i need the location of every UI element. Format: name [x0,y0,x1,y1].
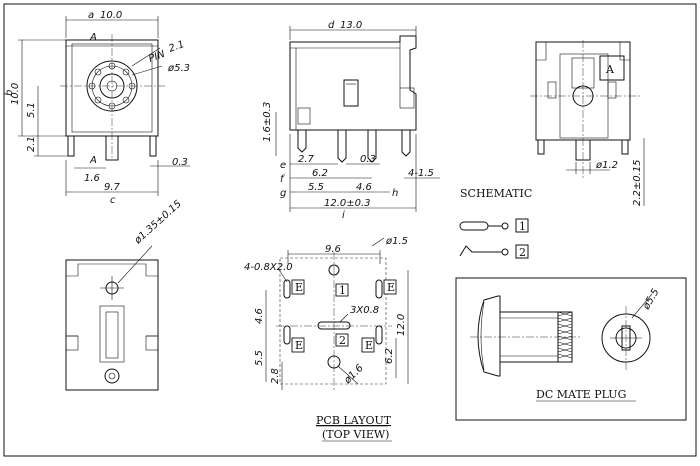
pcb-slots-spec: 4-0.8X2.0 [244,262,293,273]
plug-diameter: ø5.5 [641,287,662,312]
side-dim-55: 5.5 [308,182,324,193]
rear-label-a: A [605,63,615,76]
rear-center-pin [575,139,591,161]
sheet-border [3,3,697,457]
pcb-slot-bl [283,325,291,345]
schematic-title: SCHEMATIC [460,187,532,200]
pcb-pad-2-label: 2 [339,334,346,347]
pcb-dim-46: 4.6 [254,308,265,324]
front-ref-b: b [4,90,15,96]
side-length: 13.0 [340,20,362,31]
side-ref-f: f [280,174,285,185]
pcb-outline [279,257,387,385]
side-ref-h: h [392,188,398,199]
front-height: 10.0 [10,83,21,105]
front-pin-length: 2.1 [26,136,37,152]
front-center-pin [105,135,119,161]
pcb-center-slot [317,321,351,330]
side-pin-height: 1.6±0.3 [262,102,273,142]
front-pin-offset: 1.6 [84,173,100,184]
schematic-pin2-label: 2 [519,246,526,259]
pcb-pad-e-tl: E [295,281,303,294]
pcb-slot-spec: 3X0.8 [350,305,379,316]
front-pin-thickness: 0.3 [172,157,188,168]
plug-title: DC MATE PLUG [536,388,626,401]
pcb-hole-bottom [327,355,341,369]
side-dim-27: 2.7 [298,154,315,165]
pcb-slot-tr [375,279,383,299]
side-body [289,35,417,131]
dc-mate-plug: ø5.5 DC MATE PLUG [455,277,687,421]
front-section-mark-bottom: A [89,155,97,166]
pcb-subtitle: (TOP VIEW) [322,428,389,441]
bottom-hole-diameter: ø1.35±0.15 [132,199,184,247]
pcb-hole-dia: ø1.5 [385,236,408,247]
front-pin-label: PIN [147,49,167,65]
pcb-dim-28: 2.8 [270,368,281,384]
bottom-body [65,259,159,391]
pcb-slot-br [375,325,383,345]
schematic-pin-symbol [459,221,489,231]
front-ref-a: a [88,10,94,21]
front-center-height: 5.1 [26,102,37,118]
front-pin-diameter: 2.1 [167,39,186,55]
side-view: d 13.0 1.6±0.3 e 2.7 0.3 f 6.2 4-1.5 g 5… [262,20,440,221]
front-view: a 10.0 A A PIN 2.1 ø5.3 [4,10,190,206]
pcb-pad-e-bl: E [295,339,303,352]
rear-pin-length: 2.2±0.15 [632,159,643,206]
pcb-title: PCB LAYOUT [316,414,392,427]
pcb-pad-2 [335,333,349,347]
side-dim-03: 0.3 [360,154,376,165]
pcb-width: 9.6 [325,244,341,255]
pcb-dim-62: 6.2 [384,348,395,364]
pcb-pad-1-label: 1 [339,284,346,297]
pcb-slot-tl [283,279,291,299]
side-total: 12.0±0.3 [324,198,371,209]
rear-pin-diameter: ø1.2 [595,160,618,171]
front-ref-c: c [110,195,116,206]
side-ref-d: d [328,20,335,31]
side-dim-46: 4.6 [356,182,372,193]
plug-box [455,277,687,421]
front-bore-value: 5.3 [174,63,190,74]
pcb-layout: 9.6 ø1.5 1 E E E E 4-0.8X2.0 3X0.8 2 [244,236,409,442]
side-ref-e: e [280,160,286,171]
schematic: SCHEMATIC 1 2 [459,187,532,259]
side-pin-2 [367,130,377,163]
front-bore-diameter: ø5.3 [167,63,190,74]
side-pin-1 [337,130,347,163]
pcb-hole-bottom-dia: ø1.6 [342,363,366,387]
front-width-label: 10.0 [100,10,122,21]
side-dim-62: 6.2 [312,168,328,179]
pcb-hole-top [328,264,340,276]
pcb-pad-e-tr: E [387,281,395,294]
side-latch [343,79,359,107]
pcb-dim-55: 5.5 [254,350,265,366]
side-ref-i: i [342,210,345,221]
front-base-width: 9.7 [104,182,121,193]
bottom-view: ø1.35±0.15 [65,199,184,391]
pcb-pad-e-br: E [365,339,373,352]
schematic-sleeve-symbol [459,245,502,257]
pcb-pad-1 [335,283,349,297]
front-section-mark-top: A [89,32,97,43]
schematic-pin1-label: 1 [519,220,526,233]
pcb-dim-120: 12.0 [396,314,407,336]
rear-view: A ø1.2 2.2±0.15 [530,40,645,206]
side-dim-41-5: 4-1.5 [408,168,434,179]
side-ref-g: g [280,188,286,199]
